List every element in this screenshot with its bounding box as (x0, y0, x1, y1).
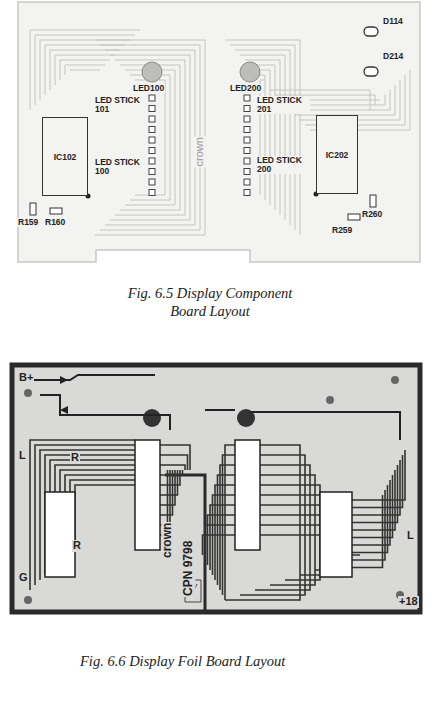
mounting-holes (24, 376, 404, 604)
led-symbol (142, 62, 162, 82)
diode-symbol (364, 67, 378, 76)
part-label: +18 (398, 596, 419, 608)
part-label: R (70, 452, 80, 464)
foil-traces (30, 440, 405, 600)
part-label: R259 (331, 226, 353, 235)
ic-label: IC102 (54, 152, 77, 162)
figure-caption: Fig. 6.6 Display Foil Board Layout (80, 652, 370, 670)
ic-label: IC202 (326, 150, 349, 160)
diode-symbol (60, 376, 68, 414)
resistor-symbol (370, 195, 376, 207)
led-symbol (240, 62, 260, 82)
part-label: LED STICK 101 (94, 96, 148, 114)
part-label: LED STICK 100 (94, 158, 148, 176)
foil-board (12, 365, 420, 612)
led-stick-footprint (135, 440, 160, 550)
part-label: R160 (44, 218, 66, 227)
component-board (18, 2, 420, 262)
led-stick-pads (149, 95, 250, 196)
part-label: L (18, 450, 27, 462)
figure-caption: Fig. 6.5 Display Component Board Layout (110, 284, 310, 320)
faint-traces (30, 30, 410, 235)
ic-footprint (45, 492, 75, 577)
part-label: D214 (382, 52, 404, 61)
part-label: LED100 (132, 84, 165, 93)
part-label: L (406, 530, 415, 542)
led-pad (143, 409, 161, 427)
part-label: crown (194, 136, 206, 167)
resistor-symbol (50, 208, 62, 214)
ic-footprint (320, 492, 352, 577)
part-label: B+ (18, 372, 34, 384)
part-label: LED STICK 201 (256, 96, 310, 114)
led-stick-footprint (235, 440, 260, 550)
part-label: R260 (361, 210, 383, 219)
part-label: crown (161, 522, 174, 559)
diode-trace (30, 375, 170, 430)
part-label: LED STICK 200 (256, 156, 310, 174)
ic-outline: IC102 (42, 117, 88, 196)
part-label: R (72, 540, 82, 552)
part-label: LED200 (229, 84, 262, 93)
part-label: R159 (17, 218, 39, 227)
part-label: CPN 9798 (182, 540, 195, 597)
ic-outline: IC202 (316, 115, 358, 194)
part-label: G (18, 572, 29, 584)
part-label: D114 (382, 17, 404, 26)
foil-trace (205, 410, 400, 440)
diode-symbol (364, 27, 378, 36)
resistor-symbol (348, 214, 360, 220)
resistor-symbol (30, 203, 36, 215)
